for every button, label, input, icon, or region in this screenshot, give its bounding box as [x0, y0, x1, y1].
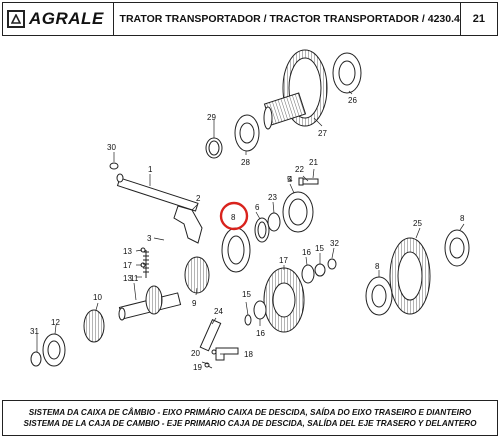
brand-name: AGRALE [29, 9, 104, 28]
caption-portuguese: SISTEMA DA CAIXA DE CÂMBIO - EIXO PRIMÁR… [28, 408, 472, 417]
parts-drawing: 1 2 3 4 6 8 9 10 11 12 13 13 17 15 16 17… [30, 49, 470, 372]
ring-29 [205, 137, 223, 159]
callout-15-right: 15 [315, 244, 324, 253]
agrale-logo-icon [7, 10, 25, 28]
callout-24: 24 [214, 307, 223, 316]
callout-29: 29 [207, 113, 216, 122]
callout-15-lower: 15 [242, 290, 251, 299]
highlight-circle [219, 201, 249, 231]
ring-31 [30, 351, 42, 367]
callout-28: 28 [241, 158, 250, 167]
washer-6 [254, 217, 270, 243]
callout-6: 6 [255, 203, 260, 212]
callout-7: 17 [123, 261, 132, 270]
callout-22: 22 [295, 165, 304, 174]
callout-13b: 13 [123, 274, 132, 283]
bearing-8-highlighted [221, 227, 251, 273]
bearing-8-lower [365, 276, 393, 316]
callout-19: 19 [193, 363, 202, 372]
callout-5: 5 [287, 175, 292, 184]
bearing-8-right [444, 229, 470, 267]
washer-15-lower [244, 314, 252, 326]
sleeve-7 [184, 256, 210, 294]
leader-lines [36, 90, 465, 369]
shift-rod-1 [116, 173, 199, 212]
callout-8-right: 8 [460, 214, 465, 223]
callout-17: 17 [279, 256, 288, 265]
bearing-16-lower [253, 300, 267, 320]
callout-3: 3 [147, 234, 152, 243]
callout-18: 18 [244, 350, 253, 359]
brand: AGRALE [3, 3, 114, 35]
callout-26: 26 [348, 96, 357, 105]
bracket-18-20 [204, 347, 239, 368]
callout-31: 31 [30, 327, 39, 336]
callout-23: 23 [268, 193, 277, 202]
bearing-12 [42, 333, 66, 367]
callout-10: 10 [93, 293, 102, 302]
bolt-21-22 [298, 177, 319, 186]
callout-8-highlight: 8 [231, 213, 236, 222]
pin-30 [109, 162, 119, 170]
callout-12: 12 [51, 318, 60, 327]
title-block: AGRALE TRATOR TRANSPORTADOR / TRACTOR TR… [2, 2, 498, 36]
callout-2: 2 [196, 194, 201, 203]
callout-labels: 1 2 3 4 6 8 9 10 11 12 13 13 17 15 16 17… [30, 96, 465, 372]
callout-8-lower: 8 [375, 262, 380, 271]
gear-shaft-27 [263, 49, 328, 130]
callout-16-lower: 16 [256, 329, 265, 338]
pin-24 [199, 319, 222, 352]
spring-pins-13-14 [140, 247, 149, 278]
gear-25 [389, 237, 431, 315]
caption-spanish: SISTEMA DE LA CAJA DE CAMBIO - EJE PRIMA… [23, 419, 477, 428]
main-shaft-11 [118, 285, 182, 321]
bearing-28 [234, 114, 260, 152]
callout-9: 9 [192, 299, 197, 308]
gear-10 [83, 309, 105, 343]
callout-16-right: 16 [302, 248, 311, 257]
page-title: TRATOR TRANSPORTADOR / TRACTOR TRANSPORT… [114, 3, 461, 35]
callout-21: 21 [309, 158, 318, 167]
callout-13a: 13 [123, 247, 132, 256]
gear-17 [263, 267, 305, 333]
caption-block: SISTEMA DA CAIXA DE CÂMBIO - EIXO PRIMÁR… [2, 400, 498, 436]
callout-25: 25 [413, 219, 422, 228]
callout-1: 1 [148, 165, 153, 174]
bearing-26 [332, 52, 362, 94]
callout-20: 20 [191, 349, 200, 358]
collar-16-15 [301, 258, 337, 284]
callout-32: 32 [330, 239, 339, 248]
exploded-parts-diagram: 1 2 3 4 6 8 9 10 11 12 13 13 17 15 16 17… [2, 38, 498, 398]
seal-23-ring-5 [267, 191, 314, 233]
callout-27: 27 [318, 129, 327, 138]
callout-4: 4 [288, 175, 293, 184]
callout-11: 11 [130, 274, 139, 283]
page-number: 21 [472, 13, 486, 25]
callout-30: 30 [107, 143, 116, 152]
shift-fork-2 [173, 205, 203, 244]
